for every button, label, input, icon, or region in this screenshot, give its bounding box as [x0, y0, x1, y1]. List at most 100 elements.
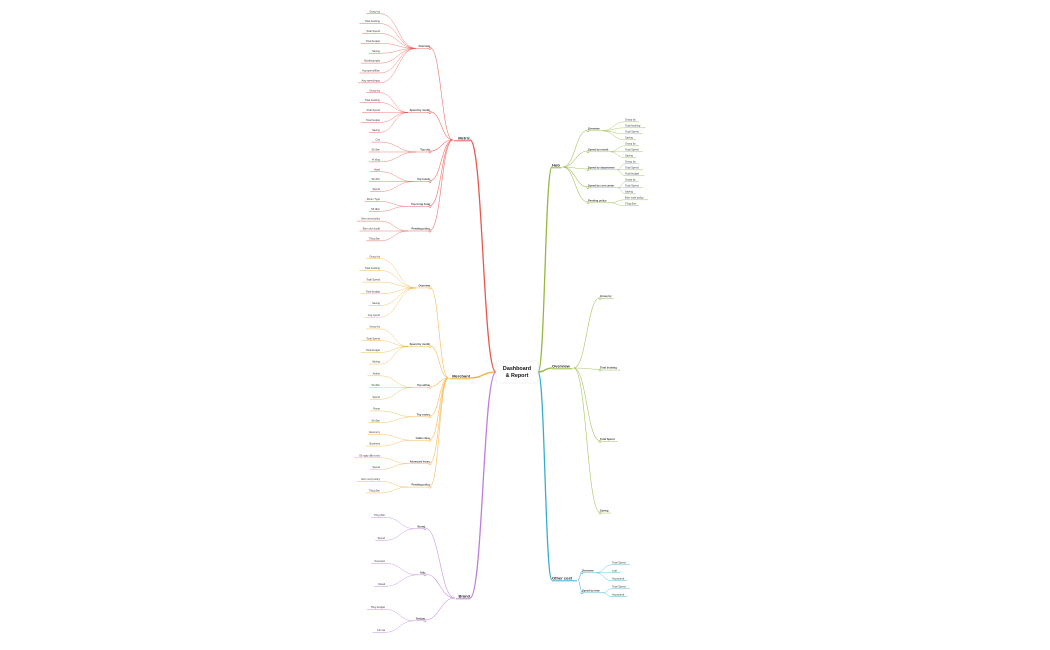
leaf-metric-3-2[interactable]: Spend	[370, 187, 381, 192]
leaf-merchant-0-4[interactable]: Saving	[368, 301, 381, 306]
collapse-dot[interactable]	[428, 286, 432, 290]
leaf-metric-1-0[interactable]: Group by	[366, 88, 381, 93]
leaf-metric-5-0[interactable]: Đơn vượt policy	[356, 217, 381, 222]
leaf-metric-3-1[interactable]: Số đơn	[368, 177, 381, 182]
collapse-dot[interactable]	[428, 229, 432, 233]
collapse-dot[interactable]	[423, 573, 427, 577]
node-hub-2[interactable]: Spend by department	[588, 165, 617, 171]
leaf-merchant-1-2[interactable]: Total budget	[360, 348, 380, 353]
leaf-merchant-2-2[interactable]: Spend	[370, 395, 381, 400]
leaf-metric-0-7[interactable]: Avg spend/ngày	[358, 78, 381, 84]
node-hub-0[interactable]: Overview	[588, 126, 602, 132]
node-overview-1[interactable]: Total booking	[600, 366, 621, 371]
collapse-dot[interactable]	[428, 46, 432, 50]
leaf-brand-0-0[interactable]: Tổng đơn	[371, 513, 386, 518]
node-hub-3[interactable]: Spend by cost center	[588, 183, 618, 189]
collapse-dot[interactable]	[428, 180, 432, 183]
leaf-metric-0-0[interactable]: Group by	[366, 9, 381, 14]
branch-merchant[interactable]: Merchant	[449, 373, 471, 380]
collapse-dot[interactable]	[580, 591, 584, 595]
leaf-metric-0-3[interactable]: Total budget	[360, 39, 380, 44]
branch-overview[interactable]: Overview	[552, 363, 573, 370]
collapse-dot[interactable]	[598, 297, 602, 300]
leaf-hub-4-0[interactable]: Đơn vượt policy	[625, 195, 649, 201]
leaf-merchant-0-1[interactable]: Total booking	[359, 266, 381, 271]
leaf-metric-0-1[interactable]: Total booking	[359, 19, 381, 24]
node-merchant-1[interactable]: Spend by month	[408, 342, 430, 347]
collapse-dot[interactable]	[428, 462, 432, 466]
node-overview-0[interactable]: Group by	[600, 294, 614, 299]
collapse-dot[interactable]	[428, 485, 432, 489]
leaf-merchant-0-5[interactable]: Avg spend	[364, 313, 381, 318]
leaf-hub-0-0[interactable]: Group by	[625, 117, 639, 123]
node-merchant-2[interactable]: Top airline	[412, 383, 431, 388]
leaf-metric-5-2[interactable]: Tổng đơn	[366, 236, 381, 242]
branch-brand[interactable]: Brand	[456, 593, 471, 600]
leaf-merchant-5-0[interactable]: Số ngày đặt trước	[354, 453, 381, 458]
leaf-hub-3-2[interactable]: Saving	[625, 189, 637, 195]
leaf-hub-0-2[interactable]: Total Spend	[625, 129, 643, 135]
leaf-metric-0-6[interactable]: Avg spend/Đơn	[359, 69, 381, 74]
collapse-dot[interactable]	[428, 438, 432, 442]
leaf-merchant-1-0[interactable]: Group by	[366, 325, 381, 330]
leaf-metric-0-4[interactable]: Saving	[368, 49, 381, 54]
branch-metric[interactable]: Metric	[453, 135, 471, 142]
leaf-hub-1-1[interactable]: Total Spend	[625, 147, 643, 153]
leaf-merchant-3-0[interactable]: Route	[370, 407, 381, 412]
leaf-metric-2-1[interactable]: Số đơn	[368, 148, 381, 153]
node-overview-2[interactable]: Total Spend	[600, 437, 618, 442]
leaf-brand-2-0[interactable]: Tổng budget	[367, 605, 385, 610]
node-metric-2[interactable]: Top city	[416, 148, 431, 153]
leaf-merchant-0-0[interactable]: Group by	[366, 254, 381, 259]
leaf-merchant-2-0[interactable]: Airline	[367, 371, 381, 376]
leaf-merchant-4-1[interactable]: Business	[366, 442, 381, 447]
leaf-other-0-1[interactable]: Loại	[612, 568, 621, 573]
leaf-merchant-4-0[interactable]: Economy	[367, 430, 381, 435]
collapse-dot[interactable]	[423, 619, 427, 623]
leaf-metric-5-1[interactable]: Đơn chờ duyệt	[359, 227, 380, 232]
leaf-metric-1-3[interactable]: Total budget	[360, 118, 380, 123]
node-metric-3[interactable]: Top hotels	[413, 177, 431, 182]
leaf-metric-1-1[interactable]: Total booking	[359, 98, 381, 103]
node-merchant-6[interactable]: Pending policy	[408, 483, 431, 488]
leaf-hub-1-2[interactable]: Saving	[625, 153, 637, 159]
collapse-dot[interactable]	[428, 345, 432, 348]
leaf-metric-1-2[interactable]: Total Spend	[362, 108, 381, 113]
leaf-brand-0-1[interactable]: Spend	[375, 536, 386, 541]
branch-hub[interactable]: Hub	[552, 162, 562, 169]
leaf-other-1-1[interactable]: Avg spend	[612, 592, 628, 597]
collapse-dot[interactable]	[428, 204, 432, 208]
leaf-metric-4-0[interactable]: Room Type	[364, 197, 381, 202]
leaf-metric-4-1[interactable]: Số đêm	[368, 207, 380, 212]
leaf-hub-0-3[interactable]: Saving	[625, 135, 637, 141]
leaf-merchant-1-1[interactable]: Total Spend	[362, 336, 381, 341]
leaf-metric-0-5[interactable]: Booking/ngày	[360, 59, 381, 64]
node-other-1[interactable]: Spend by time	[582, 588, 603, 593]
leaf-other-0-0[interactable]: Total Spend	[612, 560, 630, 565]
collapse-dot[interactable]	[586, 201, 590, 205]
collapse-dot[interactable]	[428, 415, 432, 419]
collapse-dot[interactable]	[586, 129, 590, 133]
leaf-hub-2-1[interactable]: Total Spend	[625, 165, 643, 171]
node-metric-0[interactable]: Overview	[416, 44, 431, 49]
leaf-brand-1-0[interactable]: Overview	[371, 559, 385, 564]
node-merchant-5[interactable]: Advanced hours	[408, 459, 431, 464]
leaf-merchant-2-1[interactable]: Số đơn	[368, 383, 381, 388]
node-merchant-0[interactable]: Overview	[416, 284, 431, 289]
leaf-metric-1-4[interactable]: Saving	[368, 128, 381, 133]
leaf-merchant-0-3[interactable]: Total budget	[360, 289, 380, 294]
leaf-merchant-6-0[interactable]: Đơn vượt policy	[356, 477, 381, 482]
leaf-other-0-2[interactable]: Avg spend	[612, 576, 628, 581]
node-overview-3[interactable]: Saving	[600, 509, 612, 514]
leaf-brand-1-1[interactable]: Detail	[373, 582, 386, 587]
collapse-dot[interactable]	[586, 186, 590, 190]
collapse-dot[interactable]	[580, 571, 584, 575]
collapse-dot[interactable]	[598, 511, 602, 515]
leaf-metric-2-0[interactable]: City	[371, 138, 381, 143]
node-hub-1[interactable]: Spend by month	[588, 147, 610, 153]
leaf-merchant-6-1[interactable]: Tổng đơn	[366, 489, 381, 494]
leaf-brand-2-1[interactable]: Còn lại	[372, 628, 386, 633]
leaf-hub-0-1[interactable]: Total booking	[625, 123, 646, 129]
leaf-metric-3-0[interactable]: Hotel	[370, 167, 380, 172]
branch-other[interactable]: Other cost	[552, 575, 577, 582]
